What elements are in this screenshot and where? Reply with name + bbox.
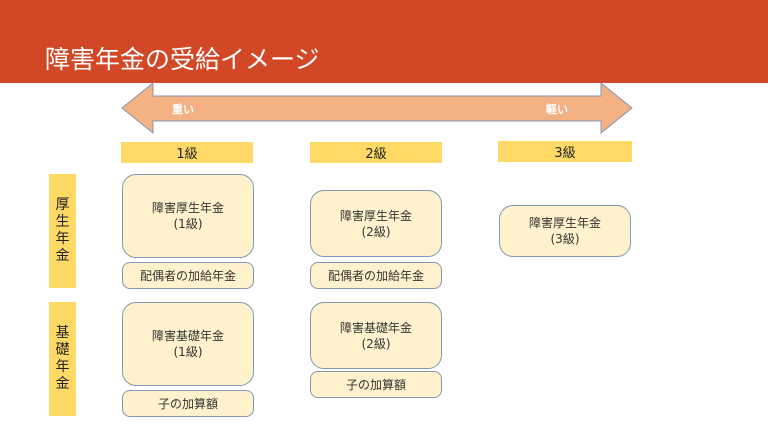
box-kosei-grade3: 障害厚生年金 (3級) (499, 205, 631, 257)
row-label-char: 基 (55, 325, 70, 341)
box-line: (1級) (173, 217, 203, 231)
box-line: 障害基礎年金 (151, 329, 224, 343)
box-line: 障害厚生年金 (528, 216, 601, 230)
box-kiso-grade1: 障害基礎年金 (1級) (122, 302, 254, 386)
double-arrow-icon (121, 82, 633, 135)
row-label-kiso-nenkin: 基 礎 年 金 (49, 302, 76, 416)
row-label-char: 厚 (55, 197, 70, 213)
box-kosei-grade2: 障害厚生年金 (2級) (310, 190, 442, 257)
box-line: 障害基礎年金 (339, 320, 412, 335)
box-line: (3級) (550, 232, 580, 246)
row-label-char: 年 (55, 359, 70, 375)
box-child-grade2: 子の加算額 (310, 371, 442, 398)
box-line: 配偶者の加給年金 (139, 268, 236, 283)
box-line: 子の加算額 (157, 396, 218, 411)
heavy-label: 重い (172, 103, 194, 116)
row-label-char: 金 (55, 376, 70, 392)
grade-3-header: 3級 (498, 141, 632, 162)
row-label-char: 生 (55, 214, 70, 230)
box-kiso-grade2: 障害基礎年金 (2級) (310, 302, 442, 369)
box-line: (2級) (361, 336, 391, 351)
box-line: 配偶者の加給年金 (327, 268, 424, 283)
light-label: 軽い (546, 103, 568, 116)
grade-2-header: 2級 (310, 142, 442, 163)
page-title: 障害年金の受給イメージ (45, 45, 320, 74)
box-line: (2級) (361, 224, 391, 239)
box-line: 障害厚生年金 (339, 208, 412, 223)
row-label-char: 礎 (55, 342, 70, 358)
box-kosei-grade1: 障害厚生年金 (1級) (122, 174, 254, 258)
box-child-grade1: 子の加算額 (122, 390, 254, 417)
box-line: 障害厚生年金 (151, 201, 224, 215)
box-spouse-grade2: 配偶者の加給年金 (310, 262, 442, 289)
box-line: 子の加算額 (345, 377, 406, 392)
row-label-char: 金 (55, 248, 70, 264)
title-bar: 障害年金の受給イメージ (0, 0, 768, 83)
row-label-kosei-nenkin: 厚 生 年 金 (49, 174, 76, 288)
box-line: (1級) (173, 345, 203, 359)
row-label-char: 年 (55, 231, 70, 247)
grade-1-header: 1級 (121, 142, 253, 163)
box-spouse-grade1: 配偶者の加給年金 (122, 262, 254, 289)
